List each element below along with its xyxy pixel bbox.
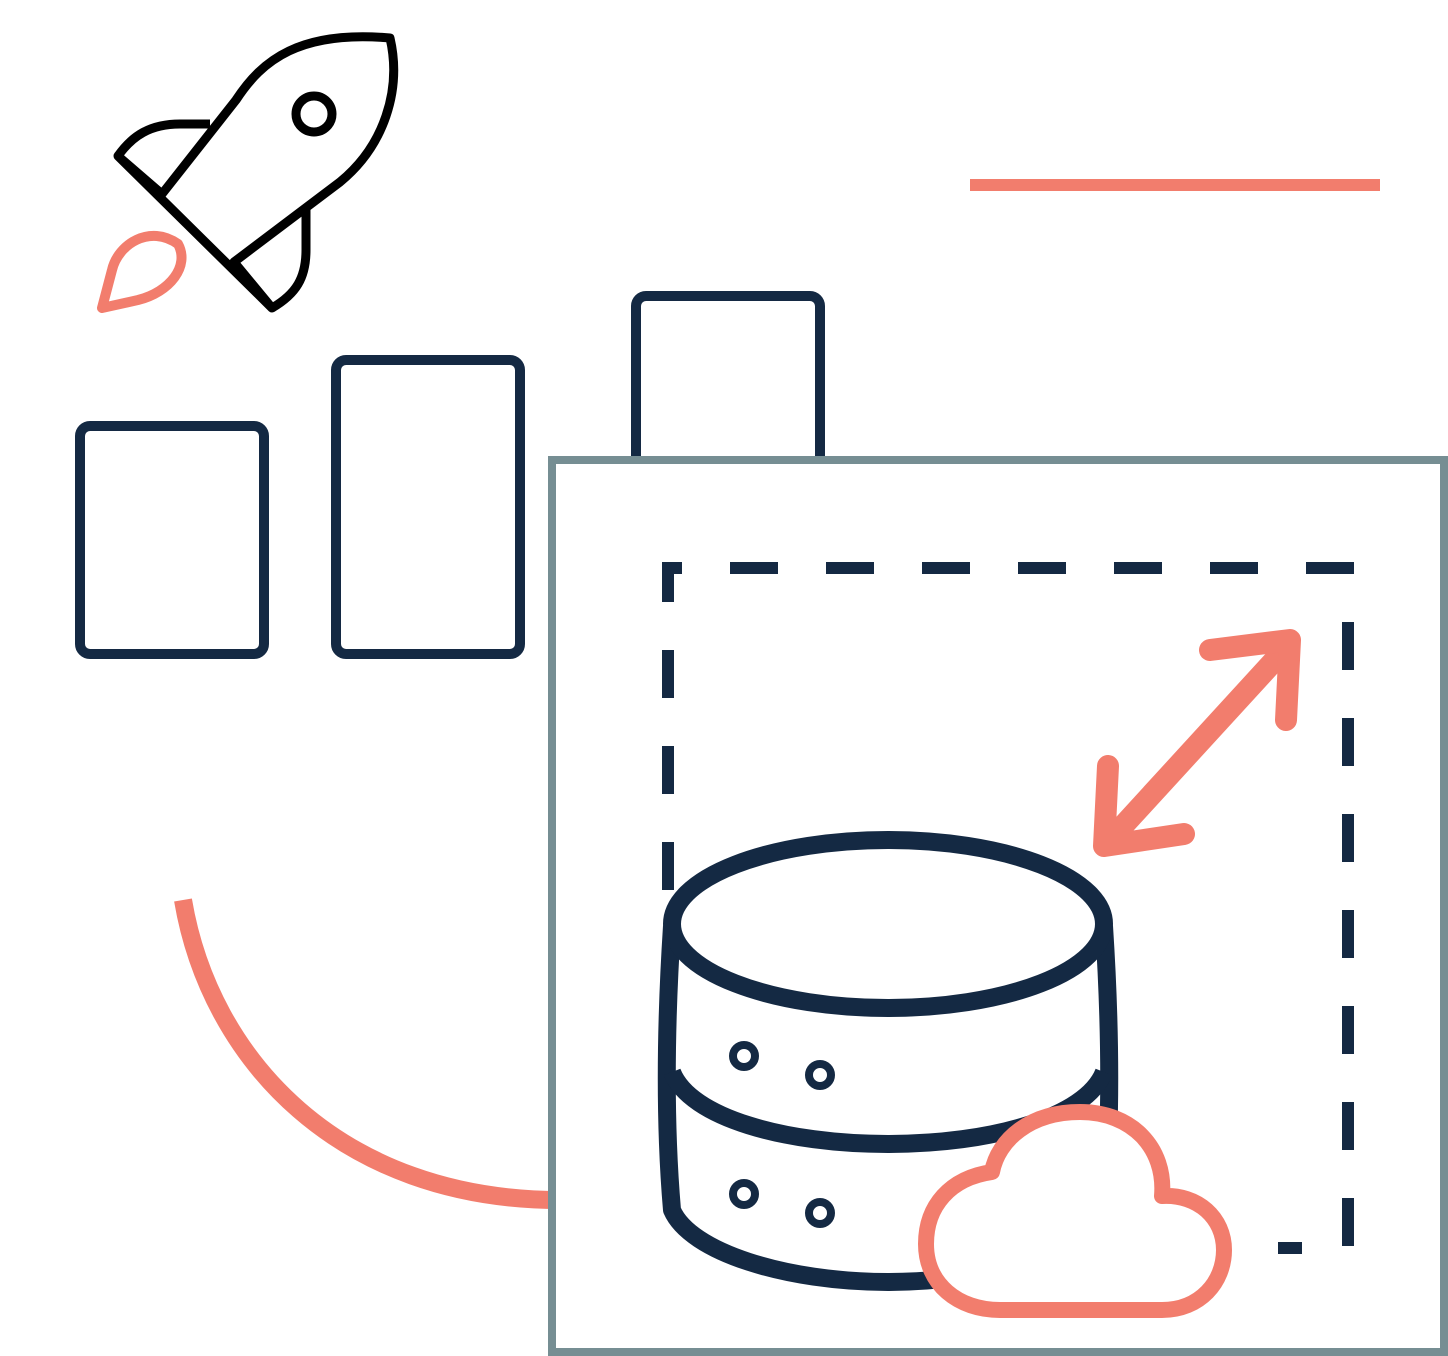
database-light — [729, 1041, 759, 1071]
rocket-fin-right — [269, 208, 311, 312]
dashed-selection-box — [662, 562, 1354, 1254]
bar-1 — [75, 421, 269, 659]
rocket-icon — [97, 32, 399, 313]
database-light — [729, 1179, 759, 1209]
resize-arrow-icon — [1093, 629, 1301, 857]
rocket-body — [113, 32, 399, 313]
bar-2 — [331, 355, 525, 659]
database-light — [805, 1198, 835, 1228]
accent-arc — [174, 898, 561, 1209]
rocket-window — [291, 91, 337, 137]
cloud-icon — [918, 1104, 1232, 1318]
resize-arrow-head-top — [1199, 629, 1301, 731]
database-top — [663, 831, 1113, 1017]
resize-arrow-shaft — [1099, 639, 1295, 851]
rocket-fin-left — [114, 119, 210, 159]
rocket-flame — [97, 230, 187, 313]
resize-arrow-head-bottom — [1093, 755, 1195, 857]
database-light — [805, 1060, 835, 1090]
